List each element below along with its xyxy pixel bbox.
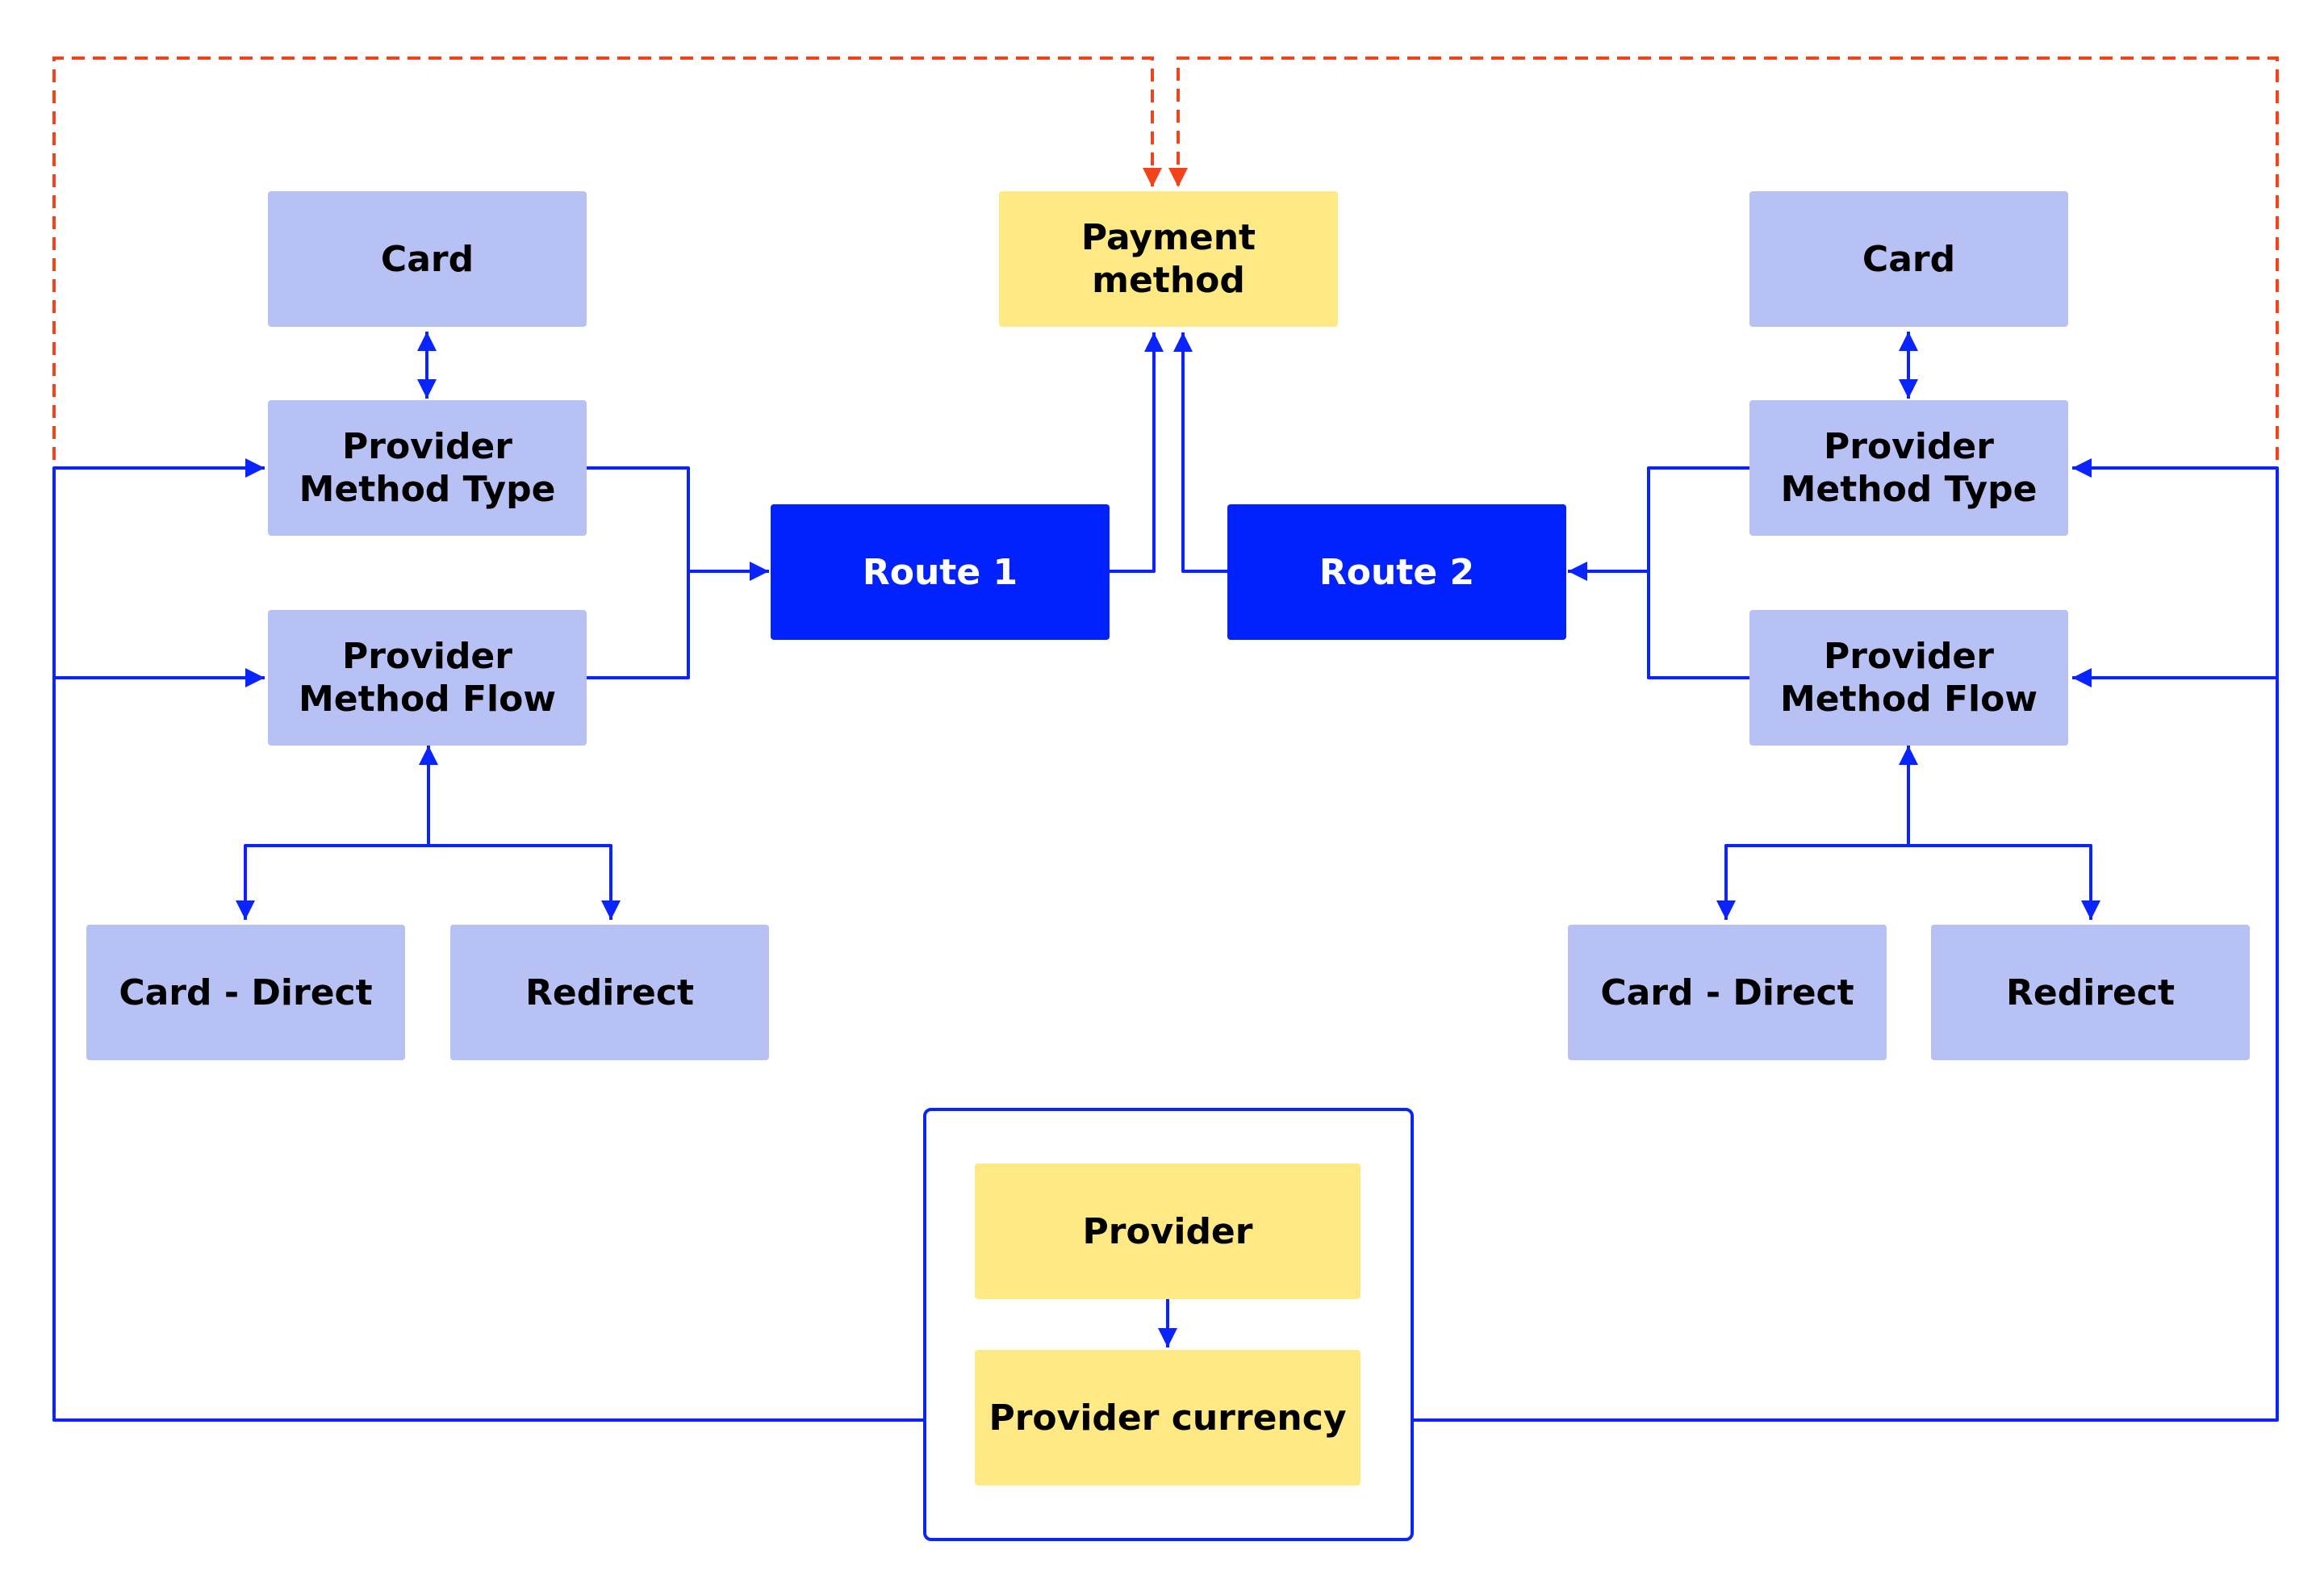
- right-card-direct-node: Card - Direct: [1568, 925, 1887, 1060]
- route2-node: Route 2: [1227, 504, 1566, 640]
- arrow-route2-to-payment: [1173, 332, 1227, 573]
- route1-node: Route 1: [771, 504, 1110, 640]
- route2-label: Route 2: [1319, 551, 1475, 593]
- payment-method-label: Payment method: [1080, 217, 1256, 301]
- arrow-route1-to-payment: [1110, 332, 1164, 573]
- right-redirect-label: Redirect: [2006, 971, 2175, 1013]
- arrow-left-to-redirect: [428, 844, 621, 920]
- route1-label: Route 1: [862, 551, 1018, 593]
- feedback-line-left: [52, 56, 1162, 460]
- left-provider-method-type-node: Provider Method Type: [268, 400, 587, 536]
- arrow-right-to-redirect: [1908, 844, 2100, 920]
- left-redirect-label: Redirect: [525, 971, 694, 1013]
- provider-currency-label: Provider currency: [989, 1397, 1347, 1439]
- left-redirect-node: Redirect: [450, 925, 769, 1060]
- left-provider-method-flow-node: Provider Method Flow: [268, 610, 587, 746]
- provider-group-frame: [923, 1108, 1414, 1541]
- right-provider-method-type-node: Provider Method Type: [1749, 400, 2068, 536]
- feedback-line-right: [1168, 56, 2279, 460]
- right-card-node: Card: [1749, 191, 2068, 327]
- right-provider-method-flow-node: Provider Method Flow: [1749, 610, 2068, 746]
- right-provider-method-type-label: Provider Method Type: [1780, 426, 2038, 510]
- feed-left-to-type: [52, 458, 923, 1422]
- right-redirect-node: Redirect: [1931, 925, 2250, 1060]
- left-provider-method-flow-label: Provider Method Flow: [298, 636, 557, 720]
- left-card-node: Card: [268, 191, 587, 327]
- right-card-direct-label: Card - Direct: [1600, 971, 1854, 1013]
- left-card-label: Card: [380, 238, 474, 280]
- left-provider-method-type-label: Provider Method Type: [299, 426, 556, 510]
- feedback-lines: [52, 56, 2279, 460]
- connector-left-to-route1: [587, 466, 769, 679]
- left-card-direct-node: Card - Direct: [86, 925, 405, 1060]
- right-provider-method-flow-label: Provider Method Flow: [1779, 636, 2038, 720]
- feed-right-to-type: [1414, 458, 2279, 1422]
- provider-node: Provider: [975, 1163, 1361, 1299]
- provider-currency-node: Provider currency: [975, 1350, 1361, 1485]
- provider-label: Provider: [1082, 1210, 1253, 1252]
- left-card-direct-label: Card - Direct: [119, 971, 373, 1013]
- right-card-label: Card: [1862, 238, 1956, 280]
- payment-method-node: Payment method: [999, 191, 1338, 327]
- connector-right-to-route2: [1568, 466, 1749, 679]
- arrow-right-to-card-direct: [1716, 844, 1908, 920]
- arrow-left-to-card-direct: [236, 844, 428, 920]
